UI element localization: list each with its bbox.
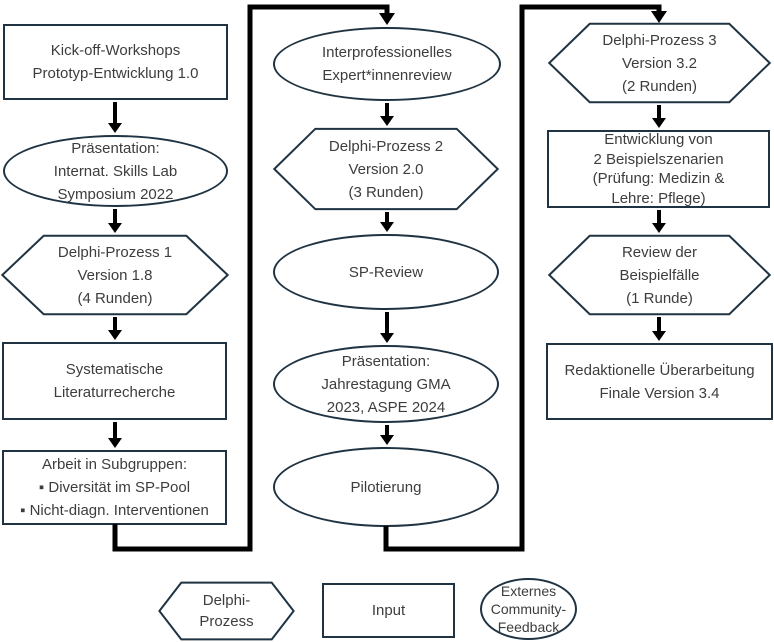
node-entwicklung-beispielszenarien: Entwicklung von 2 Beispielszenarien (Prü… — [547, 130, 770, 208]
node-delphi-prozess-3-label: Delphi-Prozess 3 Version 3.2 (2 Runden) — [602, 31, 717, 95]
node-redaktionelle-ueberarbeitung: Redaktionelle Überarbeitung Finale Versi… — [546, 343, 773, 420]
arrow-jahrestagung-to-pilotierung — [380, 425, 394, 445]
node-redaktionelle-ueberarbeitung-label: Redaktionelle Überarbeitung Finale Versi… — [564, 361, 755, 402]
node-expertinnenreview: Interprofessionelles Expert*innenreview — [273, 27, 501, 101]
node-entwicklung-beispielszenarien-label: Entwicklung von 2 Beispielszenarien (Prü… — [592, 131, 725, 207]
legend-input-label: Input — [371, 602, 406, 619]
node-delphi-prozess-2-label: Delphi-Prozess 2 Version 2.0 (3 Runden) — [328, 137, 444, 201]
node-praesentation-symposium-label: Präsentation: Internat. Skills Lab Sympo… — [53, 139, 178, 203]
node-review-beispielfaelle-label: Review der Beispielfälle (1 Runde) — [619, 243, 700, 307]
node-sp-review-label: SP-Review — [348, 263, 424, 281]
arrow-delphi3-to-beispielszenarien — [652, 105, 666, 128]
arrow-delphi1-to-literatur — [108, 317, 122, 340]
node-praesentation-jahrestagung-label: Präsentation: Jahrestagung GMA 2023, ASP… — [321, 352, 451, 416]
node-pilotierung: Pilotierung — [273, 447, 499, 527]
arrow-beispielszenarien-to-reviewfaelle — [652, 210, 666, 233]
node-delphi-prozess-2: Delphi-Prozess 2 Version 2.0 (3 Runden) — [272, 128, 500, 210]
node-systematische-literaturrecherche-label: Systematische Literaturrecherche — [53, 361, 176, 401]
node-praesentation-symposium: Präsentation: Internat. Skills Lab Sympo… — [3, 135, 228, 207]
legend-delphi-prozess: Delphi- Prozess — [158, 582, 295, 640]
node-review-beispielfaelle: Review der Beispielfälle (1 Runde) — [547, 235, 772, 315]
node-delphi-prozess-3: Delphi-Prozess 3 Version 3.2 (2 Runden) — [547, 23, 772, 103]
node-arbeit-in-subgruppen-label: Arbeit in Subgruppen: ▪ Diversität im SP… — [20, 456, 209, 519]
legend-delphi-prozess-label: Delphi- Prozess — [199, 592, 254, 630]
arrow-kickoff-to-symposium — [108, 102, 122, 133]
legend-externes-community-feedback-label: Externes Community- Feedback — [490, 583, 567, 635]
node-kickoff-workshops-label: Kick-off-Workshops Prototyp-Entwicklung … — [32, 42, 199, 82]
node-delphi-prozess-1-label: Delphi-Prozess 1 Version 1.8 (4 Runden) — [57, 243, 173, 307]
node-systematische-literaturrecherche: Systematische Literaturrecherche — [2, 342, 227, 420]
legend-input: Input — [322, 583, 455, 638]
arrow-literatur-to-subgruppen — [108, 422, 122, 448]
node-sp-review: SP-Review — [273, 234, 499, 310]
arrow-delphi2-to-spreview — [380, 212, 394, 232]
arrow-expertreview-to-delphi2 — [380, 103, 394, 126]
node-kickoff-workshops: Kick-off-Workshops Prototyp-Entwicklung … — [3, 24, 228, 100]
node-delphi-prozess-1: Delphi-Prozess 1 Version 1.8 (4 Runden) — [0, 235, 230, 315]
node-pilotierung-label: Pilotierung — [350, 478, 422, 496]
arrow-symposium-to-delphi1 — [108, 209, 122, 233]
hexagon-shape — [158, 582, 295, 640]
node-expertinnenreview-label: Interprofessionelles Expert*innenreview — [321, 44, 453, 84]
legend-externes-community-feedback: Externes Community- Feedback — [480, 578, 577, 640]
arrow-spreview-to-jahrestagung — [380, 312, 394, 343]
node-praesentation-jahrestagung: Präsentation: Jahrestagung GMA 2023, ASP… — [273, 345, 499, 423]
arrow-reviewfaelle-to-redaktionell — [652, 317, 666, 341]
node-arbeit-in-subgruppen: Arbeit in Subgruppen: ▪ Diversität im SP… — [2, 450, 227, 525]
